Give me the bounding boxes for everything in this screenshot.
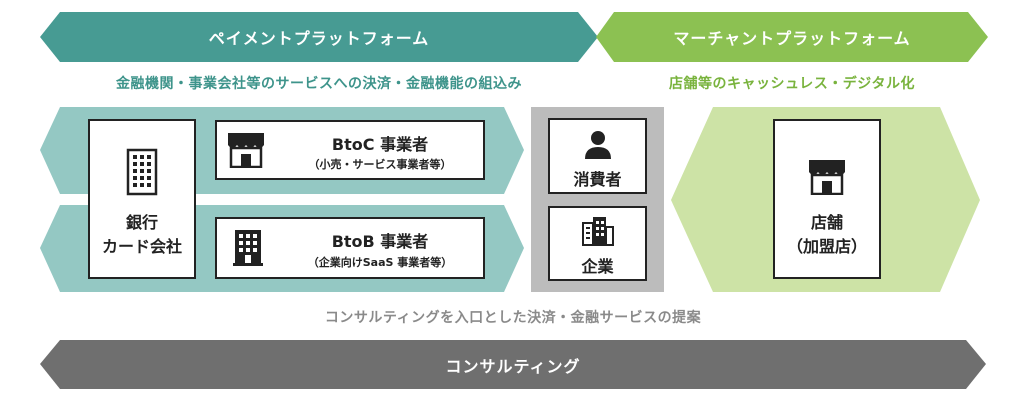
payment-platform-banner-shape <box>40 12 598 62</box>
payment-platform-subtitle: 金融機関・事業会社等のサービスへの決済・金融機能の組込み <box>116 76 522 92</box>
consumer-box: 消費者 <box>548 118 647 194</box>
bank-label: 銀行 <box>125 213 158 232</box>
consumer-label: 消費者 <box>573 170 622 189</box>
building-icon <box>126 148 158 200</box>
btoc-business-box: BtoC 事業者 （小売・サービス事業者等） <box>215 120 485 180</box>
merchant-platform-title-text: マーチャントプラットフォーム <box>673 29 911 48</box>
store-label: 店舗 <box>810 213 843 232</box>
payment-platform-title: ペイメントプラットフォーム <box>40 12 598 62</box>
store-icon <box>227 132 265 172</box>
person-icon <box>584 130 612 164</box>
company-box: 企業 <box>548 206 647 281</box>
btob-title: BtoB 事業者 <box>331 232 429 251</box>
btob-business-box: BtoB 事業者 （企業向けSaaS 事業者等） <box>215 217 485 279</box>
merchant-platform-subtitle: 店舗等のキャッシュレス・デジタル化 <box>669 76 915 92</box>
btoc-title: BtoC 事業者 <box>331 135 429 154</box>
consulting-title: コンサルティング <box>40 340 986 389</box>
office-building-icon <box>233 229 263 271</box>
member-store-label: （加盟店） <box>786 237 867 256</box>
consulting-caption: コンサルティングを入口とした決済・金融サービスの提案 <box>324 310 702 326</box>
company-building-icon <box>582 215 614 251</box>
btoc-note: （小売・サービス事業者等） <box>308 158 452 171</box>
card-company-label: カード会社 <box>101 237 182 256</box>
shop-icon <box>808 159 846 199</box>
company-label: 企業 <box>581 257 614 276</box>
payment-platform-title-text: ペイメントプラットフォーム <box>208 29 430 48</box>
consulting-banner-shape <box>40 340 986 389</box>
store-merchant-box: 店舗 （加盟店） <box>773 119 881 279</box>
merchant-platform-title: マーチャントプラットフォーム <box>596 12 988 62</box>
btob-note: （企業向けSaaS 事業者等） <box>307 256 453 269</box>
consulting-title-text: コンサルティング <box>445 356 581 376</box>
merchant-platform-banner-shape <box>596 12 988 62</box>
bank-card-company-box: 銀行 カード会社 <box>88 119 196 279</box>
